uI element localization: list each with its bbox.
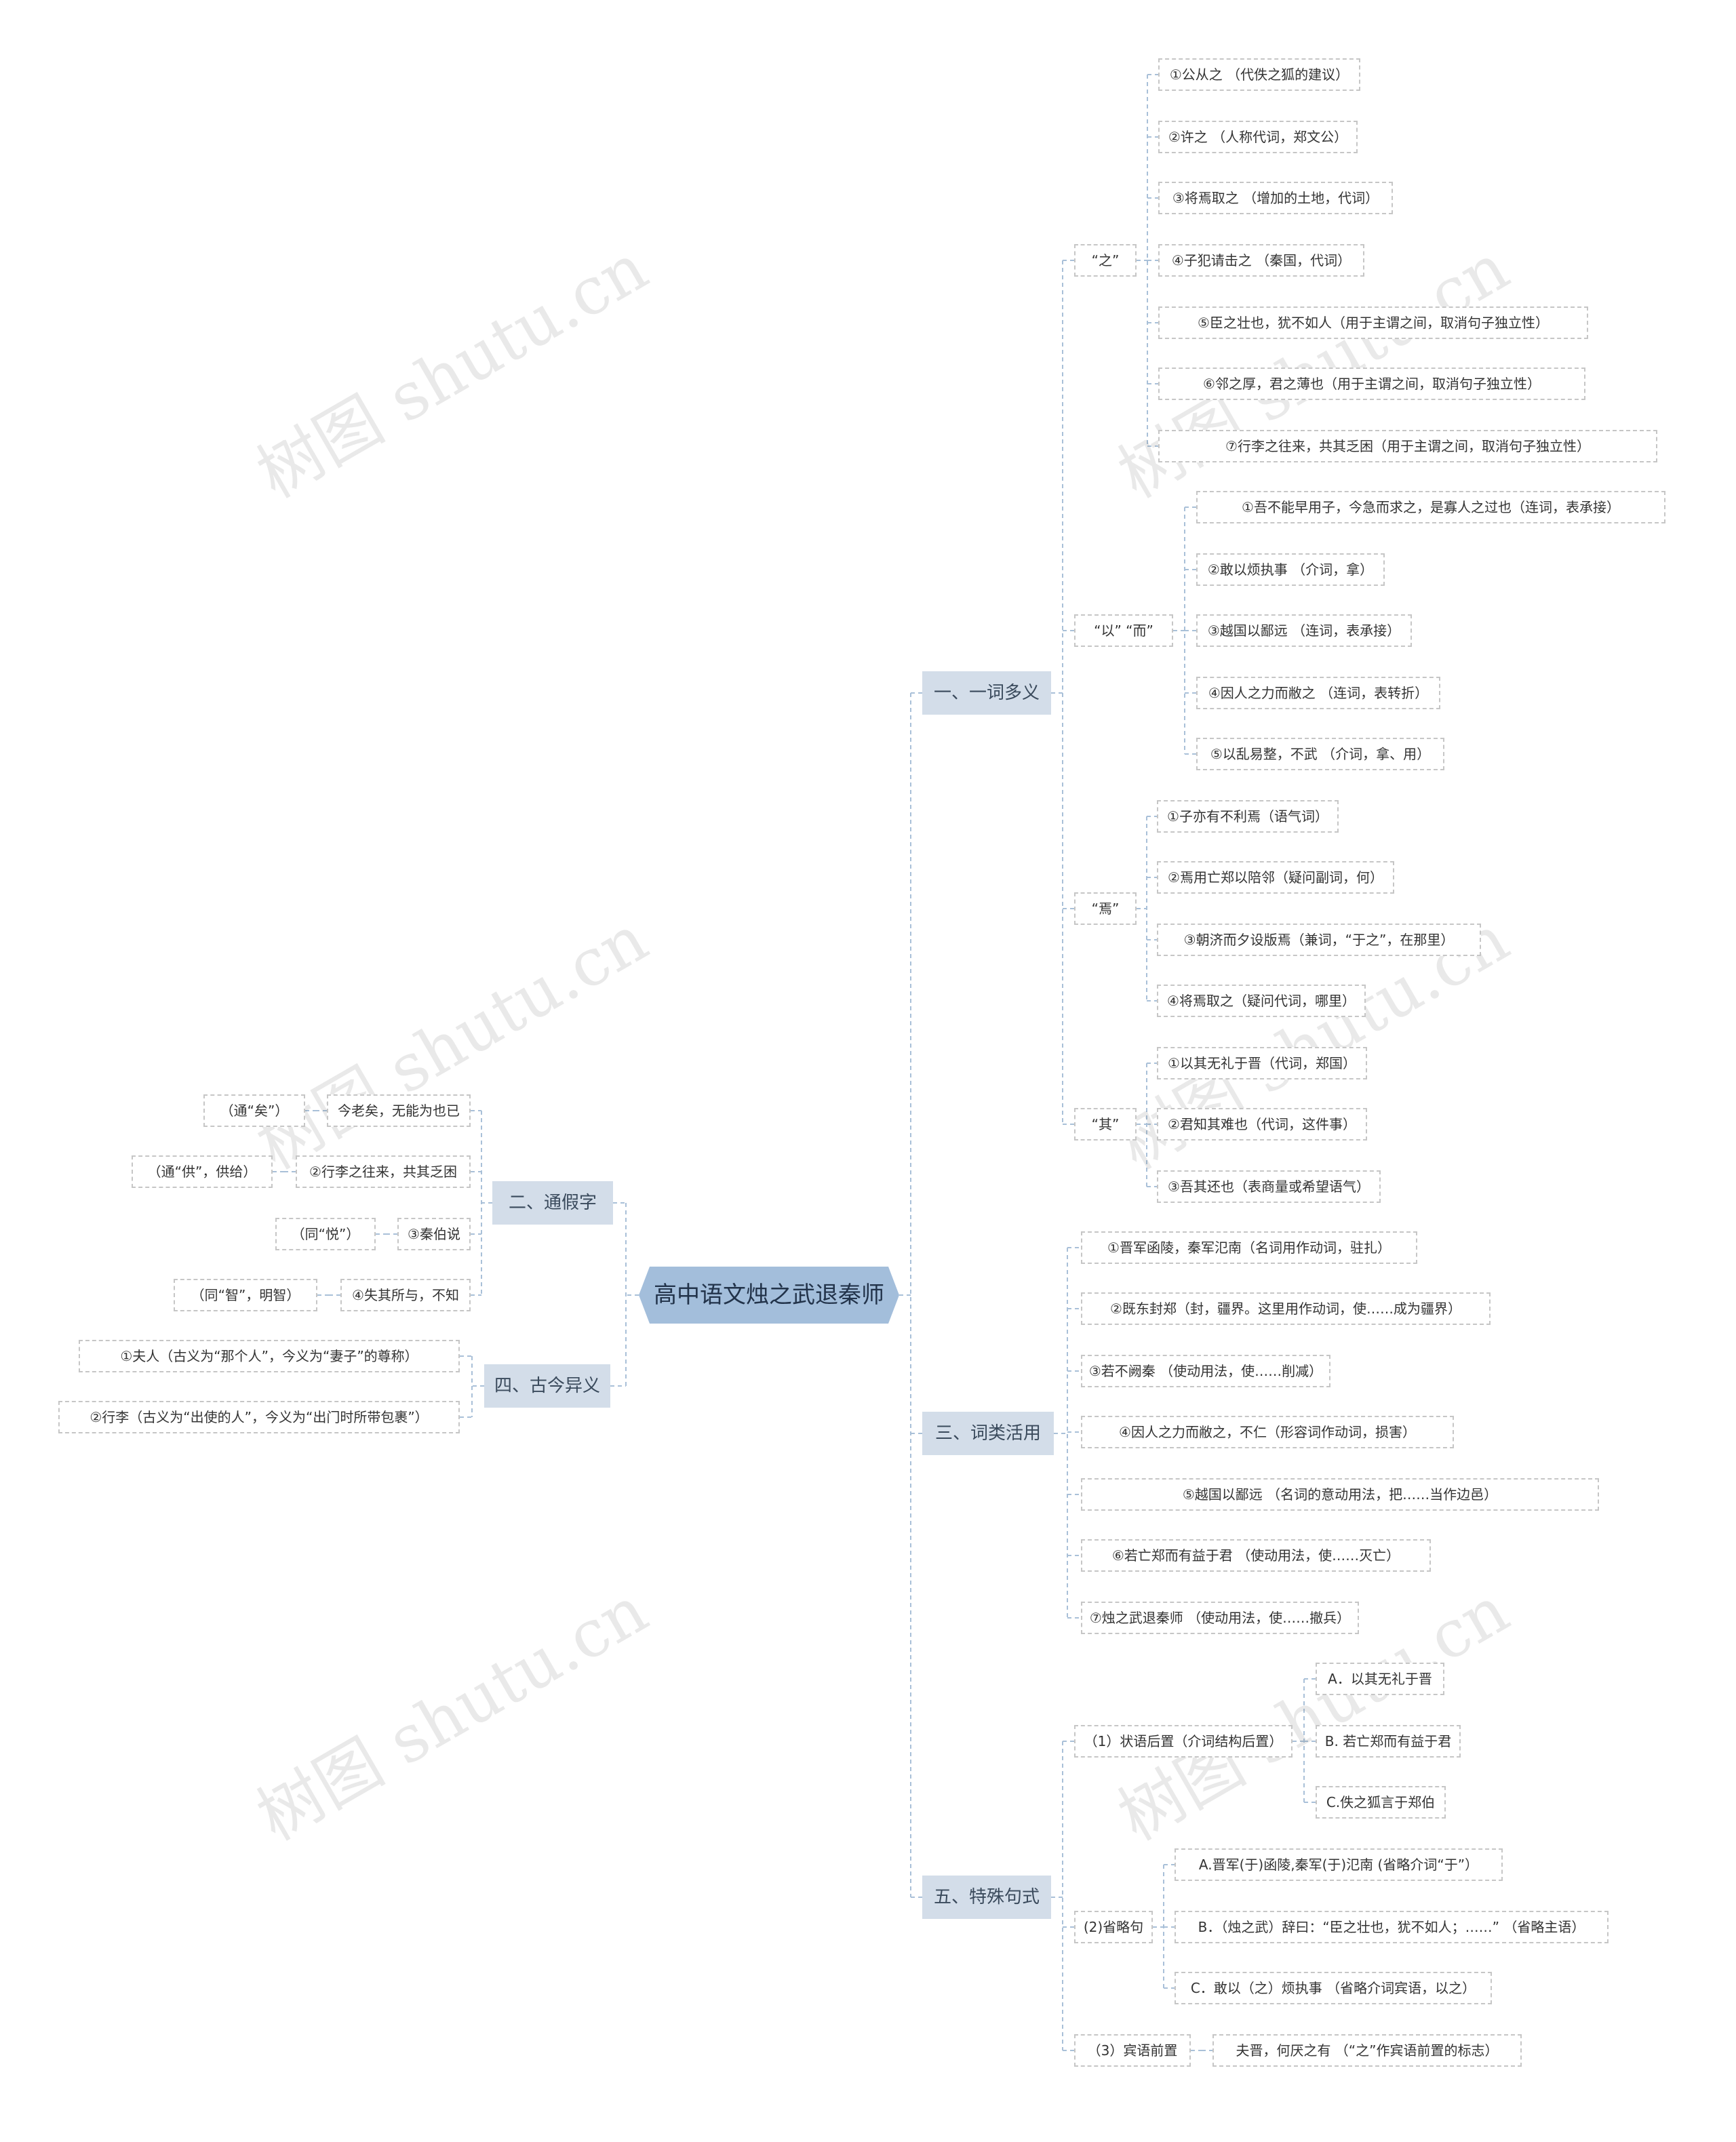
yi-er-item[interactable]: ⑤以乱易整，不武 （介词，拿、用） [1196,738,1444,770]
tongjiazi-sentence[interactable]: 今老矣，无能为也已 [327,1094,471,1127]
branch-ancient-modern[interactable]: 四、古今异义 [484,1364,610,1408]
ellipsis-item[interactable]: A.晋军(于)函陵,秦军(于)氾南 (省略介词“于”） [1175,1848,1503,1881]
zhi-item[interactable]: ①公从之 （代佚之狐的建议） [1158,58,1360,91]
qi-item[interactable]: ③吾其还也（表商量或希望语气） [1157,1170,1381,1203]
word-class-item[interactable]: ④因人之力而敝之，不仁（形容词作动词，损害） [1081,1416,1454,1448]
tongjiazi-note[interactable]: （通“矣”） [203,1094,305,1127]
tongjiazi-sentence[interactable]: ③秦伯说 [397,1218,471,1250]
tongjiazi-note[interactable]: （同“悦”） [275,1218,376,1250]
root-topic[interactable]: 高中语文烛之武退秦师 [639,1267,899,1324]
word-class-item[interactable]: ⑤越国以鄙远 （名词的意动用法，把……当作边邑） [1081,1478,1599,1511]
tongjiazi-note[interactable]: （同“智”，明智） [174,1279,317,1311]
branch-tongjiazi[interactable]: 二、通假字 [492,1181,613,1225]
branch-word-class[interactable]: 三、词类活用 [922,1412,1054,1455]
yi-er-item[interactable]: ①吾不能早用子，今急而求之，是寡人之过也（连词，表承接） [1196,491,1665,523]
tongjiazi-sentence[interactable]: ④失其所与，不知 [340,1279,471,1311]
branch-polysemy[interactable]: 一、一词多义 [922,671,1051,715]
word-class-item[interactable]: ⑥若亡郑而有益于君 （使动用法，使……灭亡） [1081,1539,1431,1572]
ellipsis-item[interactable]: C．敢以（之）烦执事 （省略介词宾语，以之） [1175,1972,1492,2004]
zhi-item[interactable]: ③将焉取之 （增加的土地，代词） [1158,182,1393,214]
object-preposition-item[interactable]: 夫晋，何厌之有 （“之”作宾语前置的标志） [1212,2034,1522,2067]
group-zhi[interactable]: “之” [1074,244,1137,277]
ellipsis-sentence[interactable]: (2)省略句 [1074,1911,1153,1943]
qi-item[interactable]: ①以其无礼于晋（代词，郑国） [1157,1047,1367,1079]
ancient-modern-item[interactable]: ②行李（古义为“出使的人”，今义为“出门时所带包裹”） [58,1401,460,1433]
tongjiazi-sentence[interactable]: ②行李之往来，共其乏困 [296,1155,471,1188]
zhi-item[interactable]: ⑤臣之壮也，犹不如人（用于主谓之间，取消句子独立性） [1158,306,1588,339]
branch-special-sentences[interactable]: 五、特殊句式 [922,1876,1051,1919]
zhi-item[interactable]: ④子犯请击之 （秦国，代词） [1158,244,1364,277]
word-class-item[interactable]: ⑦烛之武退秦师 （使动用法，使……撤兵） [1081,1602,1359,1634]
adverbial-item[interactable]: B. 若亡郑而有益于君 [1316,1725,1461,1758]
word-class-item[interactable]: ③若不阙秦 （使动用法，使……削减） [1081,1355,1330,1387]
zhi-item[interactable]: ⑦行李之往来，共其乏困（用于主谓之间，取消句子独立性） [1158,430,1657,462]
yi-er-item[interactable]: ④因人之力而敝之 （连词，表转折） [1196,677,1440,709]
ellipsis-item[interactable]: B．（烛之武）辞曰：“臣之壮也，犹不如人；……” （省略主语） [1175,1911,1609,1943]
adverbial-item[interactable]: C.佚之狐言于郑伯 [1316,1786,1446,1819]
zhi-item[interactable]: ⑥邻之厚，君之薄也（用于主谓之间，取消句子独立性） [1158,368,1585,400]
adverbial-item[interactable]: A．以其无礼于晋 [1316,1663,1444,1695]
yan-item[interactable]: ②焉用亡郑以陪邻（疑问副词，何） [1157,861,1394,894]
yi-er-item[interactable]: ③越国以鄙远 （连词，表承接） [1196,614,1412,647]
yi-er-item[interactable]: ②敢以烦执事 （介词，拿） [1196,553,1385,586]
word-class-item[interactable]: ①晋军函陵，秦军氾南（名词用作动词，驻扎） [1081,1231,1417,1264]
word-class-item[interactable]: ②既东封郑（封，疆界。这里用作动词，使……成为疆界） [1081,1292,1491,1325]
yan-item[interactable]: ④将焉取之（疑问代词，哪里） [1157,985,1366,1017]
group-yan[interactable]: “焉” [1074,892,1137,925]
object-preposition[interactable]: （3）宾语前置 [1074,2034,1191,2067]
yan-item[interactable]: ③朝济而夕设版焉（兼词，“于之”，在那里） [1157,924,1481,956]
qi-item[interactable]: ②君知其难也（代词，这件事） [1157,1108,1367,1141]
zhi-item[interactable]: ②许之 （人称代词，郑文公） [1158,121,1358,153]
group-qi[interactable]: “其” [1074,1108,1137,1141]
group-yi-er[interactable]: “以” “而” [1074,614,1173,647]
tongjiazi-note[interactable]: （通“供”，供给） [132,1155,273,1188]
yan-item[interactable]: ①子亦有不利焉（语气词） [1157,800,1339,833]
adverbial-postposition[interactable]: （1）状语后置（介词结构后置） [1074,1725,1293,1758]
ancient-modern-item[interactable]: ①夫人（古义为“那个人”，今义为“妻子”的尊称） [79,1340,460,1372]
